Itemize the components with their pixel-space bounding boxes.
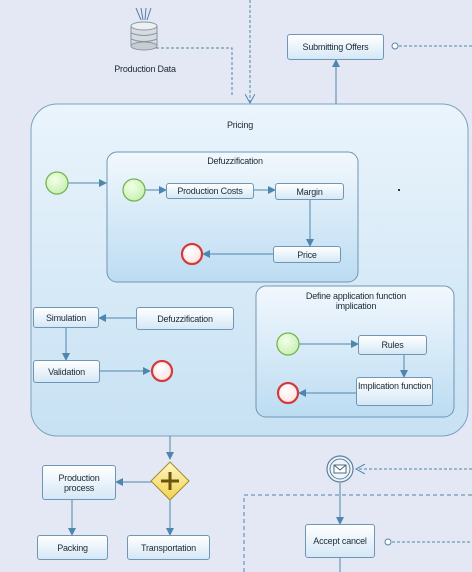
start-event-define	[276, 332, 300, 356]
end-event-pricing	[150, 359, 174, 383]
message-flow-start	[391, 42, 399, 50]
production-process-task[interactable]: Production process	[42, 465, 116, 500]
define-application-label: Define application function implication	[305, 291, 407, 311]
production-costs-task[interactable]: Production Costs	[166, 183, 254, 199]
transportation-task[interactable]: Transportation	[127, 535, 210, 560]
pool-boundary	[243, 494, 472, 572]
message-flow-accept-start	[384, 538, 392, 546]
production-data-label: Production Data	[114, 64, 176, 74]
validation-task[interactable]: Validation	[33, 360, 100, 383]
submitting-offers-task[interactable]: Submitting Offers	[287, 34, 384, 60]
start-event-defuzzification	[122, 178, 146, 202]
data-association	[146, 47, 233, 96]
start-event-pricing	[45, 171, 69, 195]
accept-cancel-task[interactable]: Accept cancel	[305, 524, 375, 558]
rules-task[interactable]: Rules	[358, 335, 427, 355]
defuzzification-group-label: Defuzzification	[207, 156, 263, 166]
price-task[interactable]: Price	[273, 246, 341, 263]
margin-task[interactable]: Margin	[275, 183, 344, 200]
database-icon	[130, 7, 158, 51]
defuzzification-task[interactable]: Defuzzification	[136, 307, 234, 330]
envelope-icon	[333, 464, 347, 474]
implication-function-task[interactable]: Implication function	[356, 377, 433, 406]
message-event-inner	[329, 458, 351, 480]
plus-icon	[161, 472, 179, 490]
pricing-label: Pricing	[226, 120, 254, 130]
stray-dot	[398, 189, 400, 191]
simulation-task[interactable]: Simulation	[33, 307, 99, 328]
packing-task[interactable]: Packing	[37, 535, 108, 560]
end-event-defuzzification	[180, 242, 204, 266]
end-event-define	[276, 381, 300, 405]
